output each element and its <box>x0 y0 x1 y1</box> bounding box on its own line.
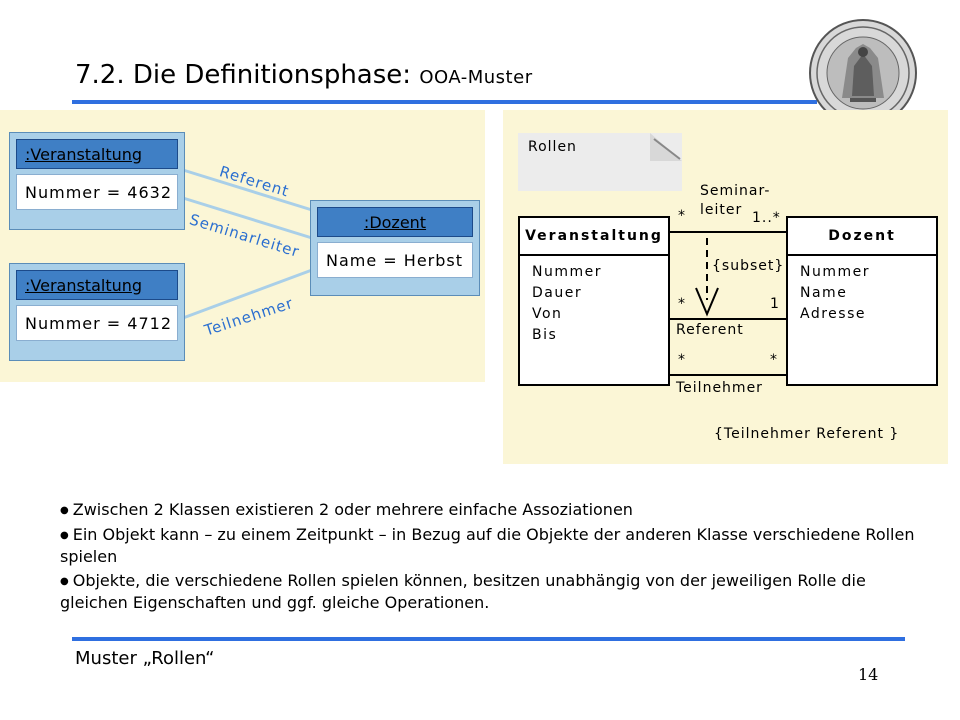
footer-title: Muster „Rollen“ <box>75 648 215 669</box>
object-veranstaltung-1[interactable]: :Veranstaltung Nummer = 4632 <box>9 132 185 230</box>
footer-rule <box>72 637 905 641</box>
link-line-seminarleiter <box>182 196 313 240</box>
note-text: Rollen <box>528 139 577 155</box>
subset-constraint: {subset} <box>712 258 785 274</box>
object-veranstaltung-2[interactable]: :Veranstaltung Nummer = 4712 <box>9 263 185 361</box>
slide-title-main: 7.2. Die Definitionsphase: <box>75 60 420 90</box>
object-dozent[interactable]: :Dozent Name = Herbst <box>310 200 480 296</box>
slide-title-sub: OOA-Muster <box>419 67 533 88</box>
link-line-teilnehmer <box>182 268 313 320</box>
attribute: Nummer <box>800 264 870 280</box>
constraint-teilnehmer-referent: {Teilnehmer Referent } <box>714 426 900 442</box>
bullet-item: ●Ein Objekt kann – zu einem Zeitpunkt – … <box>60 525 915 566</box>
mult-referent-left: * <box>678 296 686 312</box>
attribute: Name <box>800 285 848 301</box>
object-attribute: Nummer = 4632 <box>16 174 178 210</box>
mult-teilnehmer-right: * <box>770 352 778 368</box>
object-diagram-panel: :Veranstaltung Nummer = 4632 :Veranstalt… <box>0 110 485 382</box>
note-fold-icon <box>650 133 682 161</box>
object-header: :Veranstaltung <box>16 139 178 169</box>
object-attribute: Name = Herbst <box>317 242 473 278</box>
slide-title: 7.2. Die Definitionsphase: OOA-Muster <box>75 60 533 90</box>
title-rule <box>72 100 817 104</box>
attribute: Dauer <box>532 285 583 301</box>
class-dozent[interactable]: Dozent Nummer Name Adresse <box>786 216 938 386</box>
bullet-item: ●Objekte, die verschiedene Rollen spiele… <box>60 571 866 612</box>
attribute: Von <box>532 306 563 322</box>
role-teilnehmer: Teilnehmer <box>676 380 763 396</box>
subset-arrowhead-icon <box>695 287 719 317</box>
mult-seminarleiter-right: 1..* <box>752 210 781 226</box>
mult-referent-right: 1 <box>770 296 780 312</box>
object-attribute: Nummer = 4712 <box>16 305 178 341</box>
class-name: Veranstaltung <box>520 218 668 256</box>
link-line-referent <box>182 168 313 212</box>
object-header: :Veranstaltung <box>16 270 178 300</box>
mult-seminarleiter-left: * <box>678 208 686 224</box>
role-seminarleiter-2: leiter <box>700 202 743 218</box>
bullet-item: ●Zwischen 2 Klassen existieren 2 oder me… <box>60 500 633 519</box>
attribute: Nummer <box>532 264 602 280</box>
note-rollen: Rollen <box>518 133 682 191</box>
mult-teilnehmer-left: * <box>678 352 686 368</box>
university-seal-icon <box>809 19 917 127</box>
link-lines <box>182 168 313 320</box>
class-attributes: Nummer Name Adresse <box>800 262 870 325</box>
bullet-list: ●Zwischen 2 Klassen existieren 2 oder me… <box>60 499 930 616</box>
object-header: :Dozent <box>317 207 473 237</box>
attribute: Adresse <box>800 306 866 322</box>
page-number: 14 <box>858 665 879 684</box>
class-name: Dozent <box>788 218 936 256</box>
class-veranstaltung[interactable]: Veranstaltung Nummer Dauer Von Bis <box>518 216 670 386</box>
class-attributes: Nummer Dauer Von Bis <box>532 262 602 346</box>
attribute: Bis <box>532 327 558 343</box>
role-seminarleiter-1: Seminar- <box>700 183 771 199</box>
role-referent: Referent <box>676 322 744 338</box>
